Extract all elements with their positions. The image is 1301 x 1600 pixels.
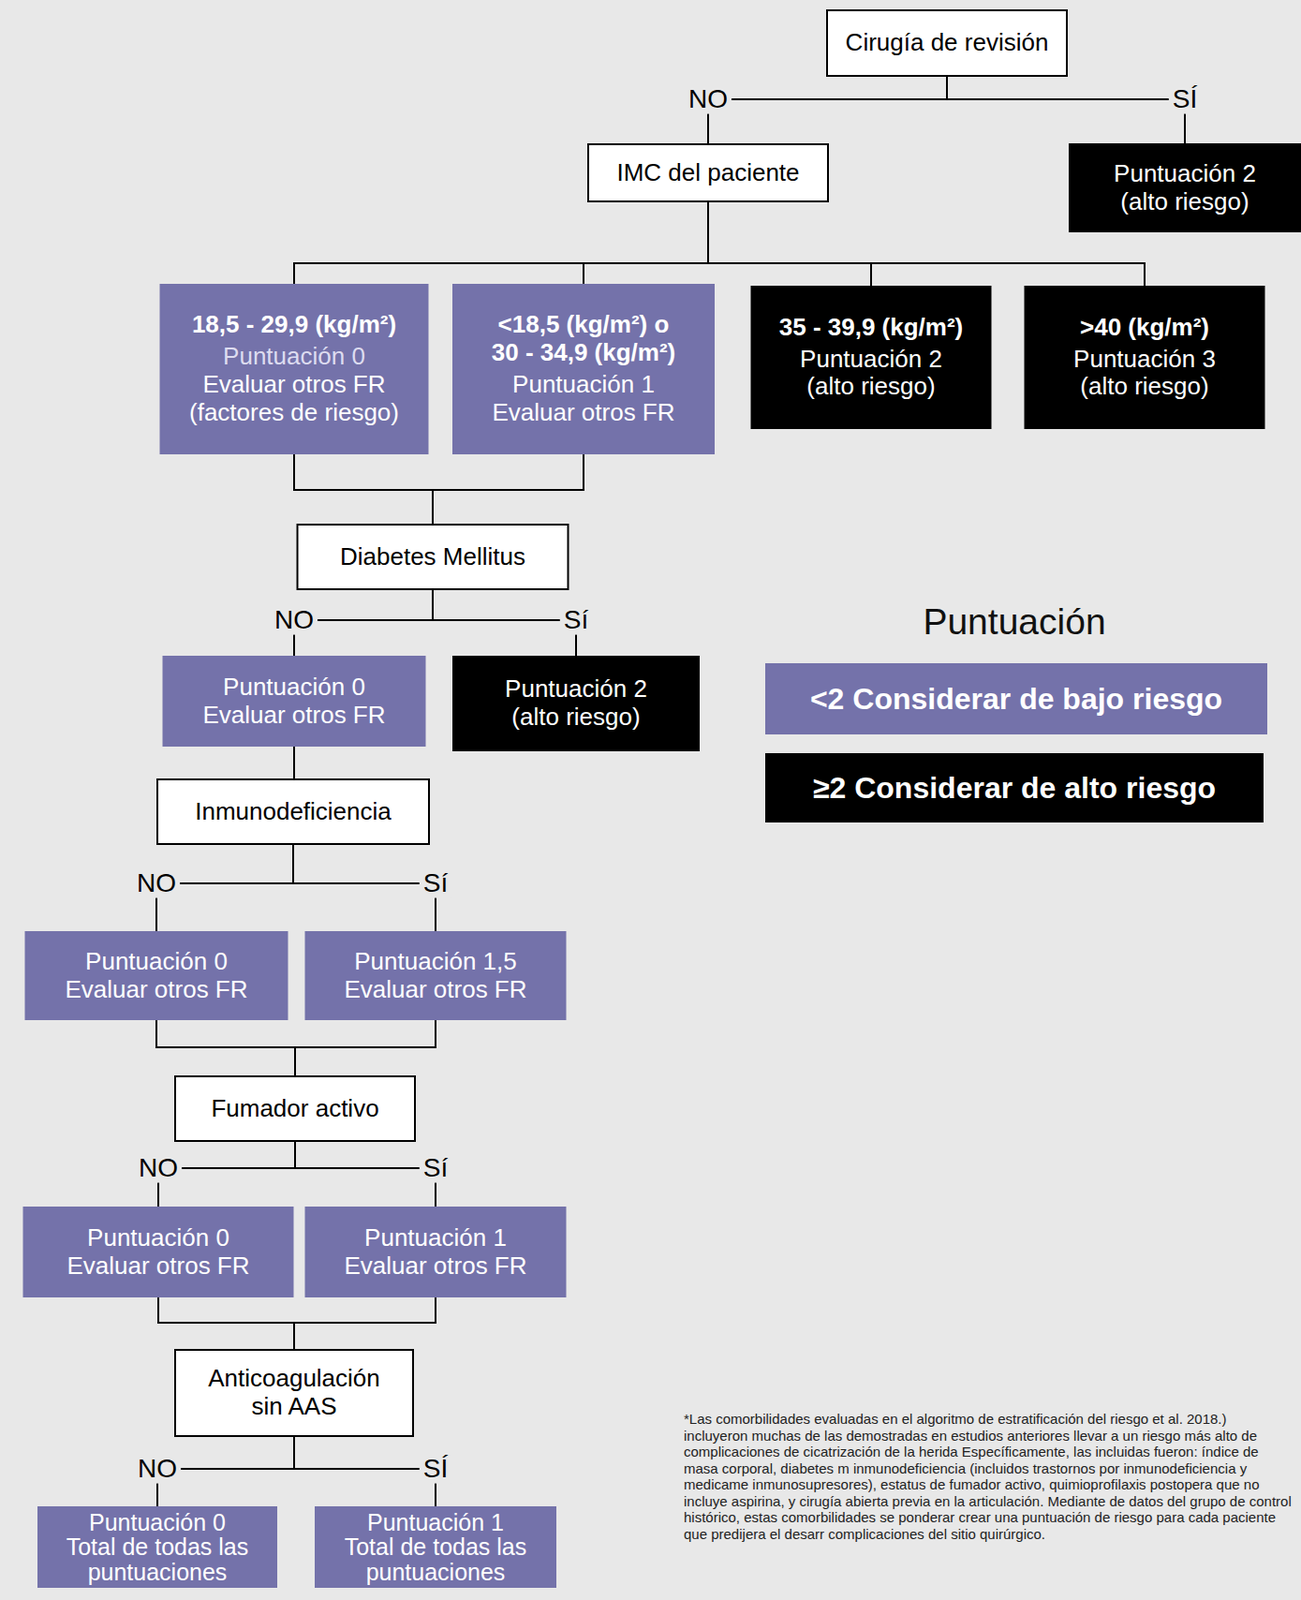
connector	[294, 202, 709, 284]
node-text: (alto riesgo)	[511, 703, 640, 732]
score-box: <18,5 (kg/m²) o 30 - 34,9 (kg/m²)Puntuac…	[452, 283, 715, 455]
node-text: Total de todas las puntuaciones	[44, 1534, 270, 1584]
range-heading: 35 - 39,9 (kg/m²)	[779, 313, 964, 342]
node-text: Puntuación 3	[1073, 345, 1216, 374]
branch-label: SÍ	[419, 1454, 452, 1484]
node-text: Puntuación 0	[87, 1224, 230, 1253]
node-text: Fumador activo	[210, 1094, 379, 1124]
node-text: Evaluar otros FR	[202, 701, 385, 730]
score-box: Puntuación 0Evaluar otros FR	[23, 1206, 295, 1298]
node-text: Puntuación 2	[1113, 160, 1257, 189]
score-box: 18,5 - 29,9 (kg/m²)Puntuación 0Evaluar o…	[160, 283, 429, 455]
node-text: Puntuación 1	[512, 370, 655, 400]
legend-swatch: <2 Considerar de bajo riesgo	[765, 663, 1268, 735]
node-text: Puntuación 1,5	[354, 947, 517, 976]
connector	[295, 1141, 436, 1207]
node-text: Evaluar otros FR	[491, 399, 675, 428]
connector	[294, 1297, 436, 1349]
node-text: Puntuación 1	[364, 1224, 507, 1253]
branch-label: NO	[133, 869, 180, 899]
question-box: Fumador activo	[174, 1075, 416, 1142]
branch-label: SÍ	[1168, 85, 1201, 115]
score-box: Puntuación 0Evaluar otros FR	[162, 655, 427, 747]
node-text: Anticoagulación sin AAS	[191, 1364, 398, 1421]
range-heading: 18,5 - 29,9 (kg/m²)	[192, 310, 397, 340]
node-text: Total de todas las puntuaciones	[322, 1534, 549, 1584]
node-text: Puntuación 0	[85, 947, 228, 976]
connector	[293, 844, 436, 932]
score-box: Puntuación 1,5Evaluar otros FR	[305, 931, 567, 1021]
node-text: Evaluar otros FR	[66, 1252, 250, 1281]
connector	[583, 202, 709, 284]
connector	[432, 454, 584, 524]
score-box: Puntuación 1Evaluar otros FR	[305, 1206, 567, 1298]
node-text: Puntuación 0	[222, 673, 366, 702]
connector	[946, 76, 1185, 144]
high-risk-box: 35 - 39,9 (kg/m²) Puntuación 2(alto riesg…	[751, 285, 992, 429]
branch-label: NO	[684, 85, 732, 115]
connector	[708, 76, 947, 144]
high-risk-box: >40 (kg/m²) Puntuación 3(alto riesgo)	[1024, 285, 1266, 429]
node-text: Diabetes Mellitus	[340, 543, 526, 572]
connector	[293, 746, 296, 779]
node-text: Puntuación 2	[504, 675, 648, 704]
node-text: Evaluar otros FR	[343, 975, 527, 1005]
question-box: Inmunodeficiencia	[156, 778, 430, 845]
connector	[294, 1436, 436, 1507]
question-box: Diabetes Mellitus	[296, 523, 570, 591]
branch-label: Sí	[419, 1153, 452, 1183]
footnote: *Las comorbilidades evaluadas en el algo…	[683, 1410, 1295, 1542]
node-text: Evaluar otros FR (factores de riesgo)	[175, 370, 414, 428]
legend-swatch: ≥2 Considerar de alto riesgo	[765, 753, 1264, 823]
branch-label: Sí	[560, 606, 592, 636]
node-text: Inmunodeficiencia	[194, 798, 392, 827]
question-box: IMC del paciente	[587, 143, 829, 203]
legend-text: <2 Considerar de bajo riesgo	[810, 681, 1223, 717]
node-text: (alto riesgo)	[1120, 188, 1249, 217]
legend-title: Puntuación	[905, 601, 1124, 644]
connector	[295, 1020, 436, 1076]
node-text: Puntuación 2	[799, 345, 943, 374]
branch-label: Sí	[419, 869, 452, 899]
node-text: Puntuación 1	[367, 1509, 504, 1535]
range-heading: >40 (kg/m²)	[1079, 313, 1210, 342]
score-box: Puntuación 0Total de todas las puntuacio…	[37, 1506, 278, 1588]
branch-label: NO	[133, 1454, 181, 1484]
question-box: Anticoagulación sin AAS	[174, 1348, 414, 1437]
connector	[158, 1297, 295, 1349]
node-text: Evaluar otros FR	[64, 975, 248, 1005]
legend-text: ≥2 Considerar de alto riesgo	[813, 770, 1216, 806]
node-text: Puntuación 0	[222, 342, 366, 371]
node-text: Cirugía de revisión	[845, 29, 1050, 58]
connector	[294, 454, 433, 524]
node-text: Evaluar otros FR	[343, 1252, 527, 1281]
node-text: (alto riesgo)	[1079, 372, 1209, 401]
connector	[708, 202, 872, 286]
node-text: (alto riesgo)	[806, 372, 935, 401]
branch-label: NO	[270, 606, 318, 636]
connector	[432, 590, 577, 656]
high-risk-box: Puntuación 2(alto riesgo)	[452, 655, 700, 752]
score-box: Puntuación 1Total de todas las puntuacio…	[314, 1506, 557, 1588]
question-box: Cirugía de revisión	[826, 9, 1068, 77]
range-heading: <18,5 (kg/m²) o 30 - 34,9 (kg/m²)	[482, 310, 685, 368]
branch-label: NO	[134, 1153, 182, 1183]
high-risk-box: Puntuación 2(alto riesgo)	[1068, 143, 1301, 233]
connector	[156, 1020, 296, 1076]
node-text: IMC del paciente	[616, 159, 799, 188]
score-box: Puntuación 0Evaluar otros FR	[25, 931, 289, 1021]
node-text: Puntuación 0	[88, 1509, 226, 1535]
